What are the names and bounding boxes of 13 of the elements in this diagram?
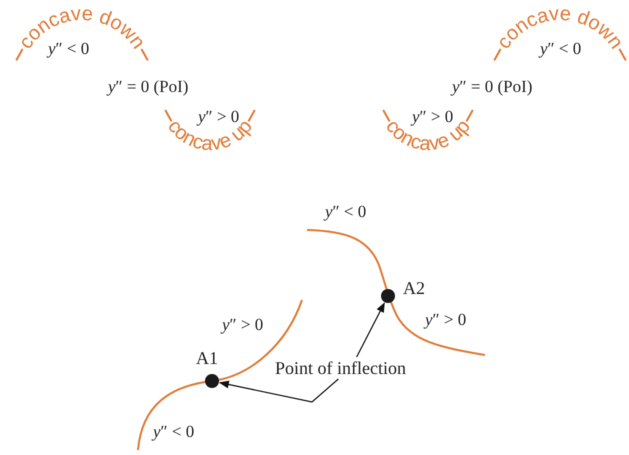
inflection-point-dot (381, 289, 395, 303)
condition-label: y″ < 0 (153, 423, 194, 440)
leader-arrow (218, 378, 339, 403)
condition-label: y″ > 0 (425, 311, 466, 328)
condition-label: y″ = 0 (PoI) (108, 78, 188, 95)
condition-label: y″ > 0 (222, 316, 264, 333)
annotation-label: Point of inflection (275, 357, 406, 379)
condition-label: y″ < 0 (325, 203, 366, 220)
condition-label: y″ = 0 (PoI) (452, 78, 532, 95)
leader-arrow (356, 302, 385, 358)
point-label: A1 (196, 349, 218, 367)
inflection-point-dot (205, 374, 219, 388)
point-label: A2 (403, 279, 425, 297)
